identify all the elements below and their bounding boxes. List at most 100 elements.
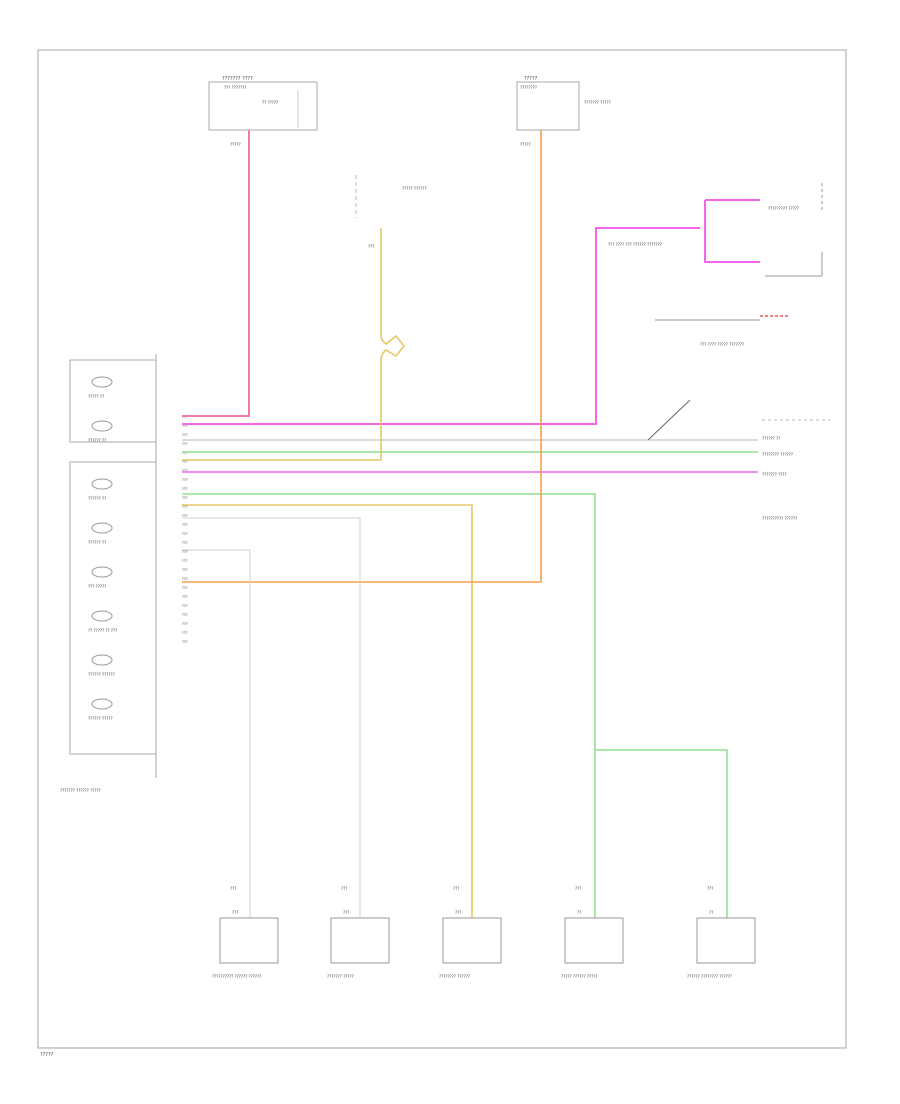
bottom-connector-wire: ??? (707, 886, 713, 891)
sensor-ground-label: ????? ?????? (402, 186, 427, 191)
pin-row: ??? (182, 487, 188, 491)
pin-row: ??? (182, 523, 188, 527)
wire-gray-1 (182, 549, 251, 918)
cluster-pin-rows: ??? ??? ??? ??? ??? ??? ??? ??? ??? ??? … (182, 415, 188, 644)
bottom-connector-label: ???????? ?????? (439, 974, 470, 979)
indicator: ????? ?? (88, 376, 113, 399)
wire-green-branch (595, 749, 728, 918)
top-fuse-right-title: ????? (524, 76, 538, 82)
wire-gray-2 (182, 517, 361, 918)
top-fuse-right-subtitle: ???????? (520, 85, 537, 90)
indicator: ?????? ?? (88, 522, 113, 545)
pin-row: ??? (182, 631, 188, 635)
indicator: ?????? ?? (88, 478, 113, 501)
right-top-block: ????????? ????? ??? ???? ??? ?????? ????… (608, 183, 823, 277)
indicator-label: ?? ????? ?? ??? (88, 628, 117, 633)
pin-row: ??? (182, 559, 188, 563)
indicator: ?????? ?? (88, 420, 113, 443)
indicator: ??? ????? (88, 566, 113, 589)
bottom-connector-label: ?????? ???????? ?????? (687, 974, 732, 979)
top-fuse-right-pin: ????? (520, 142, 531, 147)
wire-magenta-branch (704, 200, 760, 263)
bottom-connector: ??? ??? ??????? ????? (327, 886, 390, 979)
top-fuse-right-spec: ??????? ????? (584, 100, 611, 105)
bottom-connector-wire: ??? (341, 886, 347, 891)
wire-yellow-down (182, 504, 473, 918)
pin-row: ??? (182, 586, 188, 590)
bottom-connector-pin: ??? (455, 910, 461, 915)
pin-row: ??? (182, 469, 188, 473)
bottom-connector-label: ??????? ????? (327, 974, 354, 979)
bottom-connector-pin: ?? (709, 910, 713, 915)
side-label: ???????? ?????? (762, 452, 793, 457)
right-mid-block: ??? ???? ????? ??????? (647, 315, 790, 441)
pin-row: ??? (182, 478, 188, 482)
bottom-connector: ??? ??? ?????????? ?????? ?????? (212, 886, 279, 979)
sensor-ground: ????? ?????? ??? (355, 175, 427, 249)
indicator: ?? ????? ?? ??? (88, 610, 117, 633)
top-fuse-left-title: ??????? ???? (222, 76, 253, 82)
indicator-label: ?????? ?? (88, 540, 106, 545)
pin-row: ??? (182, 451, 188, 455)
indicator: ?????? ?????? (88, 654, 115, 677)
bottom-connector: ??? ?? ?????? ???????? ?????? (687, 886, 756, 979)
diagram-frame (37, 49, 847, 1049)
indicator-label: ?????? ????? (88, 716, 113, 721)
indicator: ?????? ????? (88, 698, 113, 721)
bottom-connector-wire: ??? (575, 886, 581, 891)
right-mid-label: ??? ???? ????? ??????? (700, 342, 744, 347)
bottom-connector-pin: ?? (577, 910, 581, 915)
bottom-connector: ??? ??? ???????? ?????? (439, 886, 502, 979)
pin-row: ??? (182, 613, 188, 617)
indicator-label: ??? ????? (88, 584, 106, 589)
top-fuse-left-pin: ????? (230, 142, 241, 147)
top-fuse-left: ??????? ???? ??? ??????? ?? ????? ????? (208, 76, 318, 147)
pin-row: ??? (182, 433, 188, 437)
top-fuse-left-spec: ?? ????? (262, 100, 278, 105)
top-fuse-right: ????? ???????? ??????? ????? ????? (516, 76, 611, 147)
side-label: ?????????? ?????? (762, 516, 797, 521)
right-side-labels: ?????? ?? ???????? ?????? ??????? ???? ?… (762, 419, 830, 521)
bottom-connector-pin: ??? (343, 910, 349, 915)
right-top-label: ????????? ????? (768, 206, 799, 211)
instrument-cluster: ??????? ?????? ????? (60, 354, 157, 793)
wire-yellow-sensor (182, 228, 406, 461)
pin-row: ??? (182, 442, 188, 446)
bottom-connector-label: ?????????? ?????? ?????? (212, 974, 261, 979)
bottom-connector-wire: ??? (230, 886, 236, 891)
side-label: ?????? ?? (762, 436, 780, 441)
pin-row: ??? (182, 604, 188, 608)
wire-magenta-top (182, 227, 700, 425)
bottom-connector-wire: ??? (453, 886, 459, 891)
indicator-label: ?????? ?????? (88, 672, 115, 677)
pin-row: ??? (182, 424, 188, 428)
right-top-sub: ??? ???? ??? ?????? ??????? (608, 242, 662, 247)
pin-row: ??? (182, 640, 188, 644)
cluster-caption: ??????? ?????? ????? (60, 788, 101, 793)
pin-row: ??? (182, 577, 188, 581)
side-label: ??????? ???? (762, 472, 787, 477)
bottom-connector-pin: ??? (232, 910, 238, 915)
pin-row: ??? (182, 550, 188, 554)
bottom-connector: ??? ?? ????? ?????? ????? (561, 886, 624, 979)
cluster-indicators: ????? ?? ?????? ?? ?????? ?? ?????? ?? ?… (88, 376, 117, 721)
indicator-label: ?????? ?? (88, 496, 106, 501)
wire-green-long (182, 493, 596, 918)
pin-row: ??? (182, 568, 188, 572)
pin-row: ??? (182, 622, 188, 626)
pin-row: ??? (182, 496, 188, 500)
figure-id: ????? (40, 1052, 54, 1058)
indicator-label: ?????? ?? (88, 438, 106, 443)
wire-pink (182, 130, 250, 417)
bottom-connector-label: ????? ?????? ????? (561, 974, 598, 979)
indicator-label: ????? ?? (88, 394, 104, 399)
pin-row: ??? (182, 595, 188, 599)
sensor-ground-pin: ??? (368, 244, 374, 249)
pin-row: ??? (182, 460, 188, 464)
pin-row: ??? (182, 505, 188, 509)
pin-row: ??? (182, 532, 188, 536)
pin-row: ??? (182, 541, 188, 545)
wire-orange (182, 130, 542, 583)
pin-row: ??? (182, 514, 188, 518)
